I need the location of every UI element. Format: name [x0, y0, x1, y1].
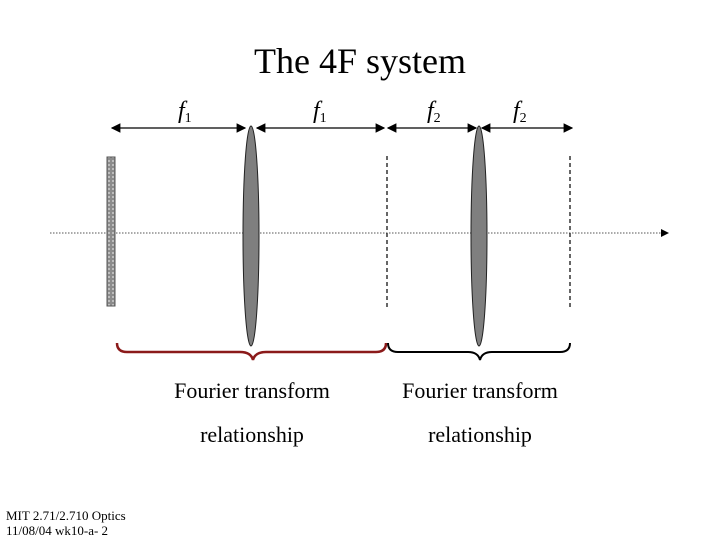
caption-2-line-2: relationship — [428, 422, 532, 447]
footer-line-2: 11/08/04 wk10-a- 2 — [6, 523, 109, 538]
brace-1 — [115, 342, 388, 361]
caption-2-line-1: Fourier transform — [402, 378, 558, 403]
lens-2 — [470, 125, 488, 347]
slide-title: The 4F system — [254, 41, 466, 81]
footer-line-1: MIT 2.71/2.710 Optics — [6, 508, 126, 523]
focal-label-3: f2 — [427, 98, 441, 126]
lens-1 — [242, 125, 260, 347]
focal-label-1: f1 — [178, 98, 192, 126]
caption-1-line-1: Fourier transform — [174, 378, 330, 403]
brace-2 — [387, 342, 571, 361]
object-plane — [106, 156, 116, 307]
footer: MIT 2.71/2.710 Optics 11/08/04 wk10-a- 2 — [6, 508, 126, 538]
focal-label-4: f2 — [513, 98, 527, 126]
focal-label-2: f1 — [313, 98, 327, 126]
caption-1-line-2: relationship — [200, 422, 304, 447]
